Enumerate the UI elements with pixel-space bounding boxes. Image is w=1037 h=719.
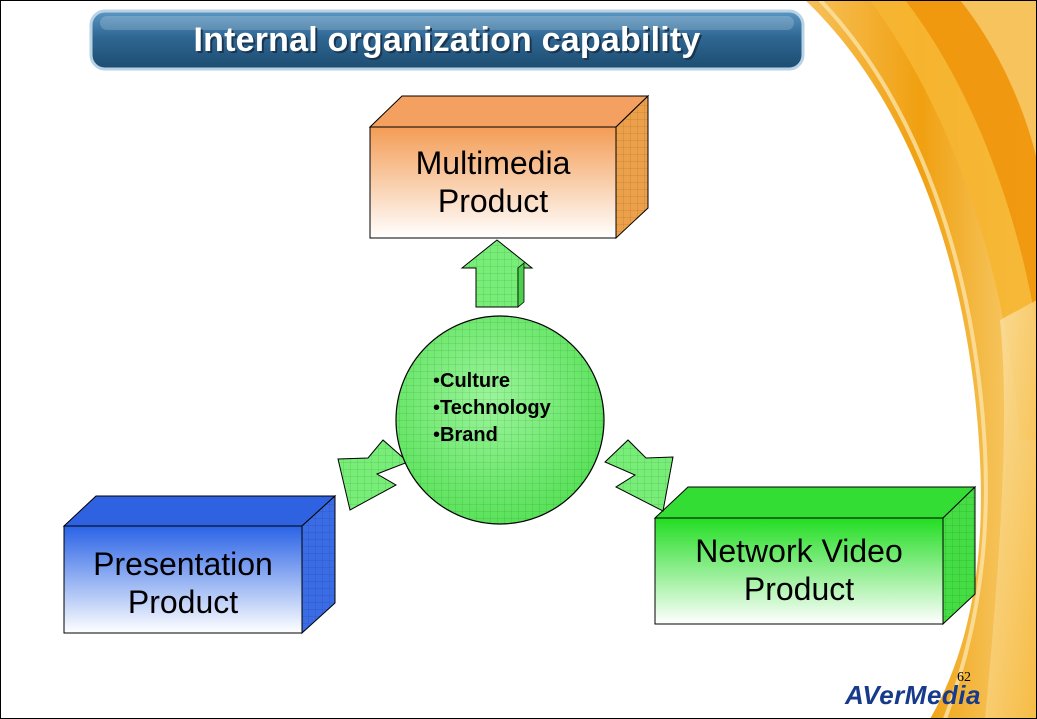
arrow-to-multimedia bbox=[460, 239, 534, 308]
presentation-product-box bbox=[62, 494, 337, 635]
title-banner: Internal organization capability bbox=[88, 8, 806, 72]
presentation-product-label: Presentation Product bbox=[64, 545, 302, 621]
multimedia-product-box bbox=[368, 94, 650, 240]
arrow-to-network bbox=[604, 439, 674, 512]
page-title: Internal organization capability bbox=[193, 21, 701, 59]
network-video-product-label: Network Video Product bbox=[641, 532, 957, 608]
hub-bullet-brand: •Brand bbox=[433, 424, 498, 446]
hub-bullet-culture: •Culture bbox=[433, 370, 511, 392]
avermedia-logo: AVerMedia bbox=[845, 680, 981, 710]
page-number: 62 bbox=[957, 670, 971, 685]
multimedia-label-line2: Product bbox=[437, 183, 549, 219]
hub-circle bbox=[395, 315, 605, 525]
arrow-to-presentation bbox=[337, 439, 409, 511]
hub-bullet-technology: •Technology bbox=[433, 397, 551, 419]
network-label-line2: Product bbox=[743, 571, 855, 607]
network-label-line1: Network Video bbox=[695, 533, 903, 569]
multimedia-label-line1: Multimedia bbox=[415, 145, 571, 181]
multimedia-product-label: Multimedia Product bbox=[370, 144, 616, 220]
hub-bullet-list: •Culture •Technology •Brand bbox=[433, 368, 551, 449]
presentation-label-line2: Product bbox=[127, 584, 239, 620]
network-video-product-box bbox=[653, 485, 977, 626]
presentation-label-line1: Presentation bbox=[93, 546, 273, 582]
